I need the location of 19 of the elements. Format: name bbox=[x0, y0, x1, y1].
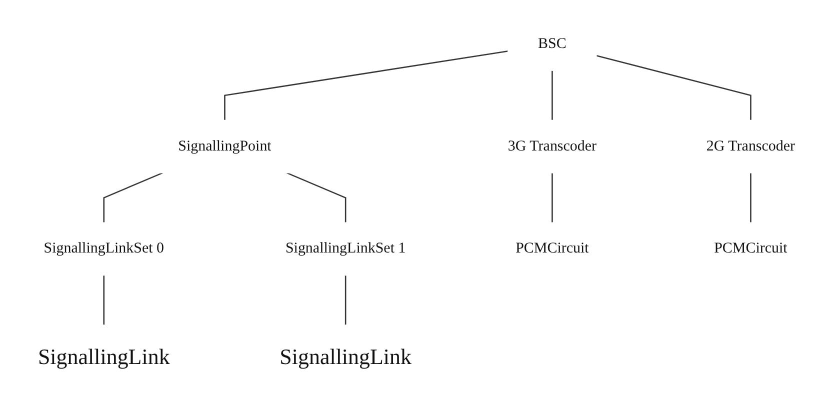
node-text: SignallingLink bbox=[280, 344, 412, 370]
node-text: SignallingPoint bbox=[178, 138, 272, 155]
connector bbox=[750, 173, 752, 224]
connector bbox=[103, 276, 105, 326]
connector bbox=[596, 55, 752, 121]
node-text: SignallingLinkSet 0 bbox=[44, 241, 164, 258]
node-text: 2G Transcoder bbox=[706, 138, 796, 155]
connector bbox=[552, 70, 553, 121]
node-text: BSC bbox=[538, 36, 566, 52]
node-text: 3G Transcoder bbox=[508, 138, 597, 155]
node-text: PCMCircuit bbox=[714, 241, 788, 258]
node-text: SignallingLink bbox=[38, 344, 170, 370]
connector bbox=[552, 173, 553, 224]
connector bbox=[286, 172, 346, 224]
connector bbox=[103, 172, 164, 224]
node-text: PCMCircuit bbox=[516, 241, 589, 258]
connector bbox=[344, 276, 346, 326]
connector bbox=[224, 50, 508, 121]
node-text: SignallingLinkSet 1 bbox=[285, 241, 406, 258]
